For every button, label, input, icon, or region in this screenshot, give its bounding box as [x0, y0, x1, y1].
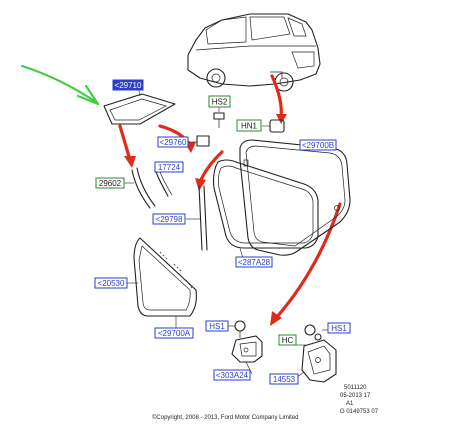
svg-text:14553: 14553	[273, 375, 296, 384]
strip-29798	[186, 185, 208, 251]
svg-text:<29798: <29798	[156, 215, 183, 224]
label-29700a: <29700A	[154, 327, 194, 339]
svg-text:<303A24: <303A24	[216, 371, 249, 380]
svg-text:HS1: HS1	[331, 324, 347, 333]
svg-text:<29710: <29710	[115, 81, 142, 90]
svg-text:HS1: HS1	[209, 322, 225, 331]
label-29700b: <29700B	[299, 139, 337, 151]
label-29760: <29760	[157, 136, 189, 148]
seal-287a28	[212, 159, 319, 263]
svg-text:HS2: HS2	[212, 98, 228, 107]
svg-text:HC: HC	[282, 336, 294, 345]
car-illustration	[187, 13, 321, 92]
label-14553: 14553	[269, 373, 299, 385]
ref-line-3: A1	[346, 401, 354, 407]
label-29602: 29602	[95, 177, 125, 189]
svg-text:<29700A: <29700A	[158, 329, 191, 338]
svg-text:<287A28: <287A28	[238, 258, 271, 267]
svg-text:HN1: HN1	[241, 122, 258, 131]
ref-line-1: 5011120	[344, 385, 367, 391]
label-29710: <29710	[112, 79, 144, 91]
copyright-text: ©Copyright, 2008 - 2013, Ford Motor Comp…	[152, 414, 299, 421]
arrow-to-hinge	[274, 202, 342, 320]
label-hc: HC	[278, 334, 297, 346]
strip-17724	[155, 171, 173, 197]
label-hs1-left: HS1	[205, 320, 229, 332]
label-hs2: HS2	[208, 95, 231, 108]
quarter-window-small	[103, 85, 176, 125]
arrow-to-moulding	[118, 124, 132, 162]
label-hs1-right: HS1	[327, 322, 351, 334]
label-17724: 17724	[154, 161, 184, 173]
svg-text:29602: 29602	[99, 179, 122, 188]
svg-text:17724: 17724	[158, 163, 181, 172]
quarter-glass-20530	[127, 237, 197, 328]
quarter-glass-29700b	[239, 139, 351, 256]
svg-text:<29760: <29760	[160, 138, 187, 147]
label-287a28: <287A28	[235, 256, 273, 268]
ref-line-4: G 0149753 07	[340, 409, 379, 415]
nut-hn1	[262, 119, 285, 133]
green-annotation-arrow	[20, 64, 100, 106]
moulding-29602	[124, 167, 156, 209]
hinge-303a24	[228, 320, 263, 375]
label-hn1: HN1	[236, 119, 262, 132]
ref-line-2: 05-2013 17	[340, 393, 371, 399]
label-20530: <20530	[94, 277, 128, 289]
label-29798: <29798	[152, 213, 186, 225]
red-arrows	[118, 74, 342, 326]
svg-text:<29700B: <29700B	[302, 141, 334, 150]
hinge-14553	[295, 324, 337, 383]
label-303a24: <303A24	[213, 369, 251, 381]
svg-text:<20530: <20530	[98, 279, 125, 288]
clip-29760	[188, 135, 210, 147]
